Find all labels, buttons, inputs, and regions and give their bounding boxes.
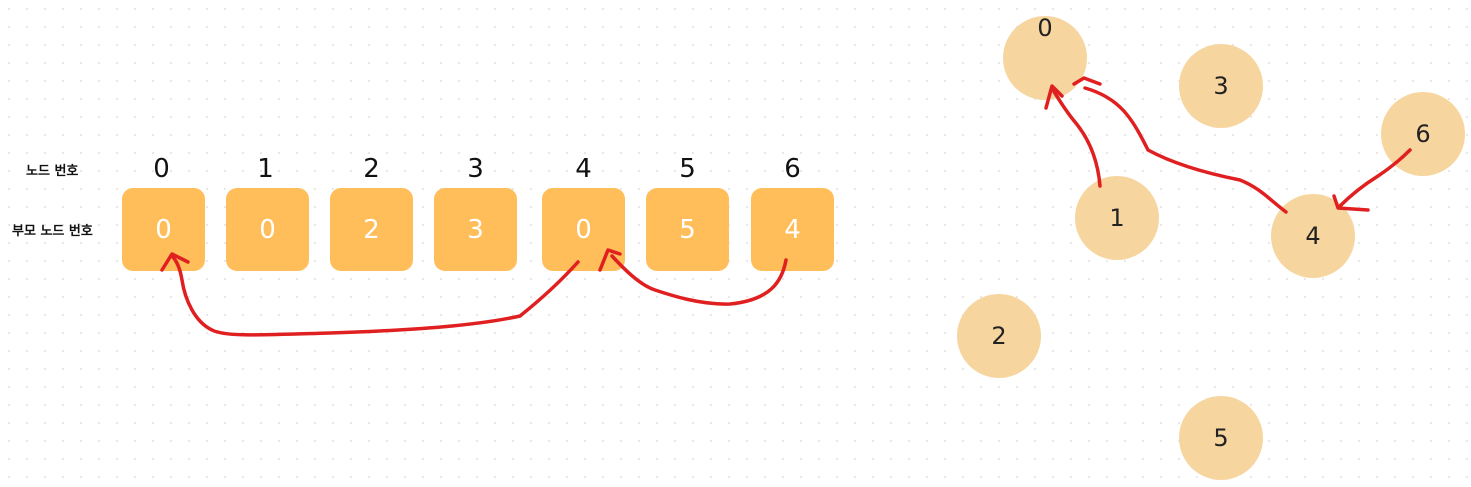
index-label-1: 1: [257, 154, 274, 184]
index-label-6: 6: [784, 154, 801, 184]
arrow-node1-to-node0: [1051, 88, 1102, 188]
tree-node-0: 0: [1003, 16, 1087, 100]
tree-node-3: 3: [1179, 44, 1263, 128]
tree-node-1: 1: [1075, 176, 1159, 260]
label-node-number: 노드 번호: [26, 164, 79, 179]
index-label-4: 4: [575, 154, 592, 184]
tree-node-4: 4: [1271, 194, 1355, 278]
parent-cell-6: 4: [751, 188, 834, 271]
tree-node-6: 6: [1381, 92, 1465, 176]
parent-cell-0: 0: [122, 188, 205, 271]
index-label-3: 3: [467, 154, 484, 184]
label-parent-node-number: 부모 노드 번호: [12, 224, 93, 239]
parent-cell-5: 5: [646, 188, 729, 271]
index-label-5: 5: [679, 154, 696, 184]
parent-cell-4: 0: [542, 188, 625, 271]
tree-node-2: 2: [957, 294, 1041, 378]
tree-node-5: 5: [1179, 396, 1263, 480]
index-label-0: 0: [153, 154, 170, 184]
parent-cell-2: 2: [330, 188, 413, 271]
index-label-2: 2: [363, 154, 380, 184]
parent-cell-3: 3: [434, 188, 517, 271]
parent-cell-1: 0: [226, 188, 309, 271]
